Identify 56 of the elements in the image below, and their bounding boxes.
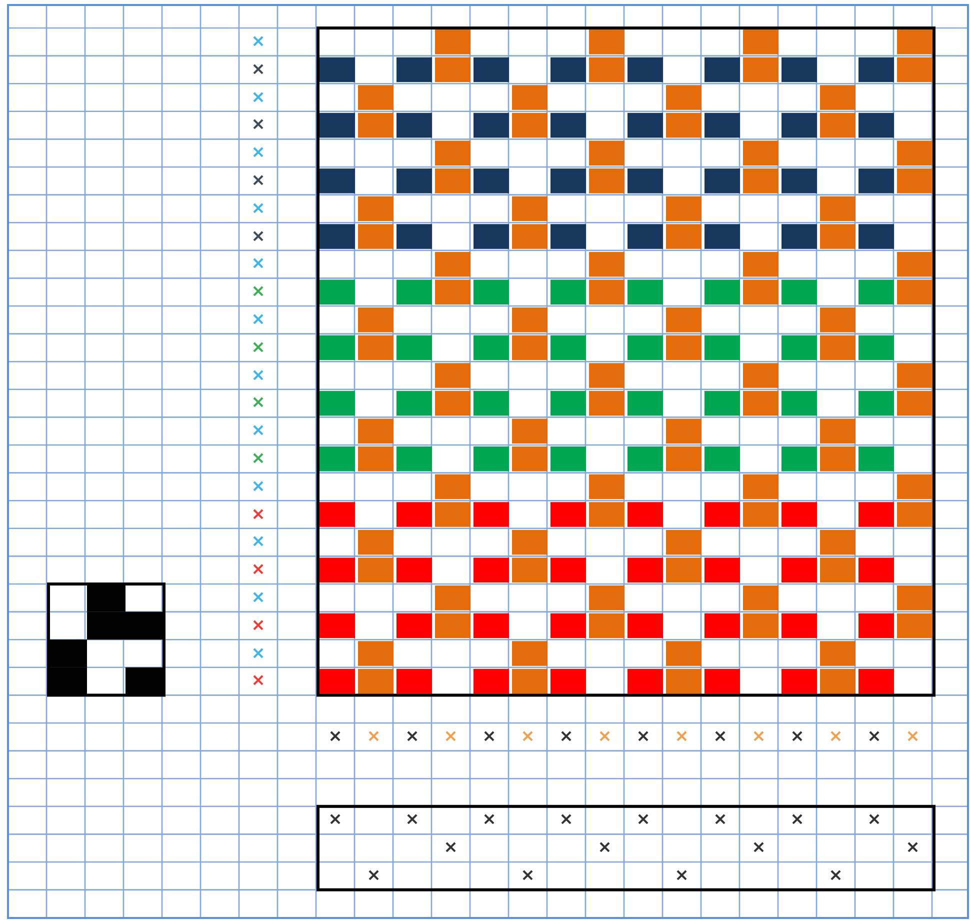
- cross-mark: ×: [251, 367, 266, 384]
- cross-mark: ×: [598, 840, 612, 857]
- cross-mark: ×: [251, 339, 266, 356]
- cross-mark: ×: [636, 812, 650, 829]
- cross-mark: ×: [251, 200, 266, 218]
- cross-mark: ×: [405, 812, 420, 829]
- cross-mark: ×: [328, 728, 342, 746]
- cross-mark: ×: [251, 645, 266, 662]
- cross-mark: ×: [251, 534, 266, 551]
- cross-mark: ×: [251, 617, 266, 634]
- cross-mark: ×: [251, 506, 266, 523]
- cross-mark: ×: [867, 728, 882, 746]
- cross-mark: ×: [251, 116, 266, 134]
- cross-mark: ×: [713, 812, 728, 829]
- cross-mark: ×: [444, 840, 458, 857]
- cross-mark: ×: [752, 840, 766, 857]
- cross-mark: ×: [251, 89, 266, 106]
- cross-mark: ×: [366, 867, 381, 884]
- cross-mark: ×: [251, 478, 266, 496]
- cross-mark: ×: [482, 812, 496, 829]
- cross-mark: ×: [674, 728, 689, 746]
- cross-mark: ×: [251, 33, 266, 50]
- cross-mark: ×: [251, 422, 266, 440]
- cross-mark: ×: [251, 672, 266, 690]
- cross-mark: ×: [906, 728, 920, 746]
- cross-mark: ×: [328, 812, 342, 829]
- cross-mark: ×: [251, 589, 266, 606]
- cross-mark: ×: [790, 728, 804, 746]
- cross-mark: ×: [444, 728, 458, 746]
- cross-mark: ×: [251, 394, 266, 412]
- cross-mark: ×: [520, 728, 535, 746]
- cross-mark: ×: [251, 228, 266, 245]
- cross-mark: ×: [251, 172, 266, 190]
- cross-mark: ×: [251, 144, 266, 162]
- cross-mark: ×: [674, 867, 689, 884]
- cross-mark: ×: [251, 256, 266, 273]
- cross-mark: ×: [559, 728, 574, 746]
- cross-mark: ×: [598, 728, 612, 746]
- cross-mark: ×: [752, 728, 766, 746]
- cross-mark: ×: [828, 728, 843, 746]
- cross-mark: ×: [520, 867, 535, 884]
- cross-mark: ×: [251, 284, 266, 301]
- cross-mark: ×: [790, 812, 804, 829]
- cross-mark: ×: [867, 812, 882, 829]
- cross-mark: ×: [251, 450, 266, 468]
- cross-mark: ×: [251, 311, 266, 328]
- cross-mark: ×: [366, 728, 381, 746]
- cross-mark: ×: [713, 728, 728, 746]
- cross-mark: ×: [405, 728, 420, 746]
- cross-mark: ×: [559, 812, 574, 829]
- cross-mark: ×: [251, 61, 266, 78]
- cross-mark: ×: [906, 840, 920, 857]
- cross-mark: ×: [482, 728, 496, 746]
- cross-mark: ×: [251, 562, 266, 579]
- cross-mark: ×: [636, 728, 650, 746]
- cross-mark: ×: [828, 867, 843, 884]
